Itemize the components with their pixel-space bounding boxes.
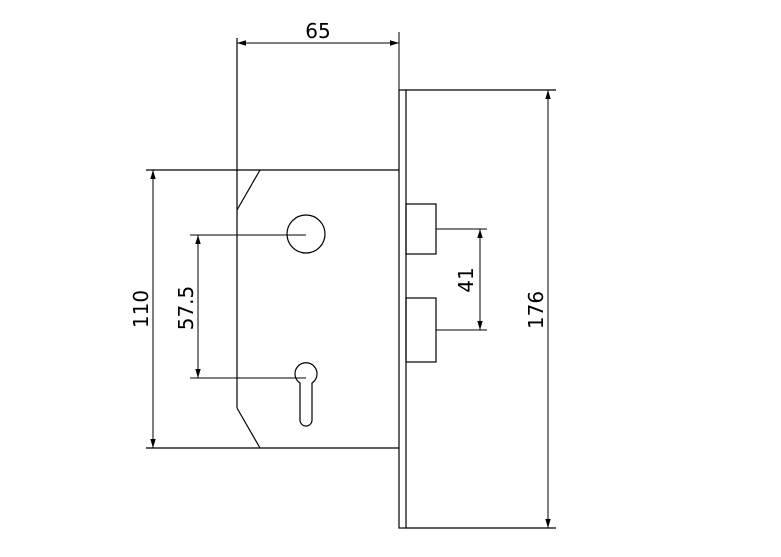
dimension-label-bolt-spacing: 41 [454,267,478,292]
dimension-label-faceplate-height: 176 [524,291,548,329]
dead-bolt [405,297,437,363]
dimension-case-height: 110 [129,170,156,448]
dimension-bolt-spacing: 41 [436,228,487,331]
dimension-backset: 65 [237,19,400,90]
dimension-label-case-height: 110 [129,290,153,328]
spindle-hole [286,214,326,254]
latch-bolt [405,203,437,255]
dimension-label-handle-to-key: 57.5 [174,286,198,331]
dimension-label-backset: 65 [305,19,330,43]
lock-case [146,38,399,449]
dimension-handle-to-key: 57.5 [174,235,201,378]
dimension-faceplate-height: 176 [524,90,551,528]
key-hole [294,362,318,427]
